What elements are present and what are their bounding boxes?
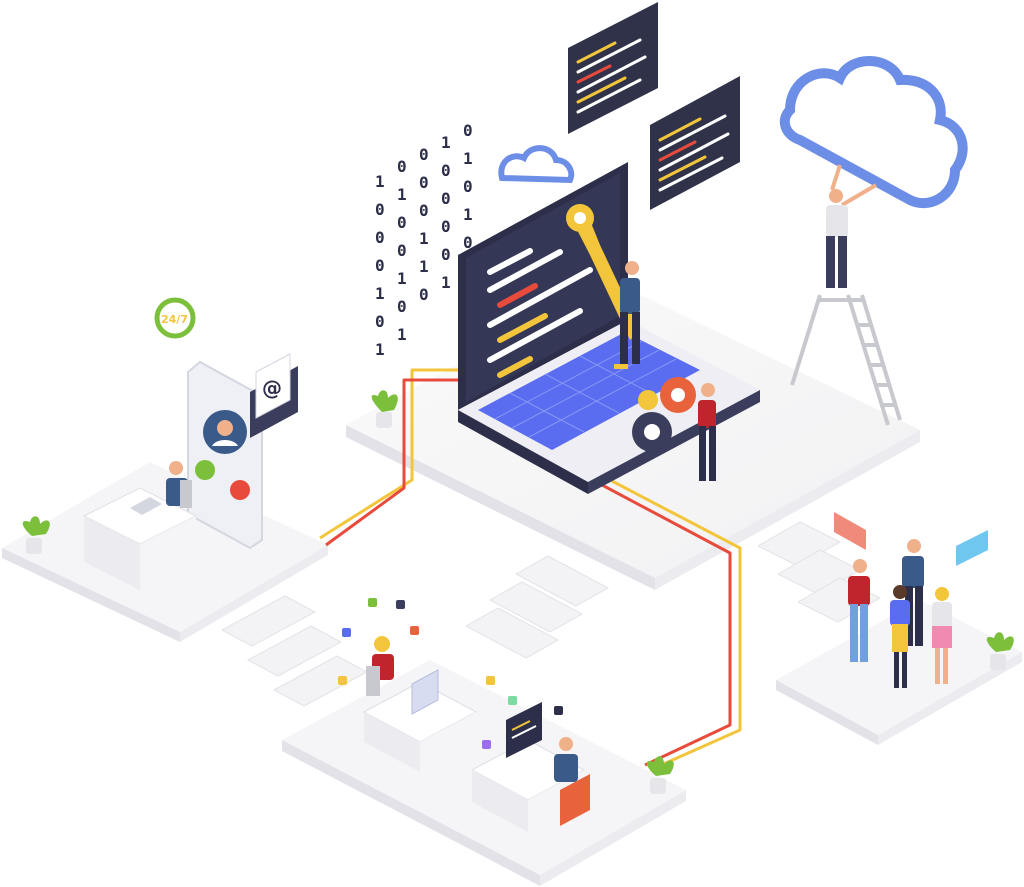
binary-col1-5: 0: [375, 312, 385, 331]
binary-col2-5: 0: [397, 297, 407, 316]
binary-col3-3: 1: [419, 229, 429, 248]
step-tiles: [220, 521, 882, 707]
binary-col5-2: 0: [463, 177, 473, 196]
binary-col4-5: 1: [441, 273, 451, 292]
cloud-small-icon: [498, 145, 575, 184]
binary-col2-0: 0: [397, 157, 407, 176]
binary-col4-4: 0: [441, 245, 451, 264]
chat-bubble-icon: [834, 512, 988, 566]
binary-col3-5: 0: [419, 285, 429, 304]
person-on-ladder: [826, 164, 878, 288]
binary-col3-0: 0: [419, 145, 429, 164]
binary-col1-3: 0: [375, 256, 385, 275]
binary-col1-6: 1: [375, 340, 385, 359]
person-support-agent: [166, 461, 192, 508]
binary-col4-3: 0: [441, 217, 451, 236]
person-developer: [554, 737, 590, 826]
binary-stream: 1 0 0 0 1 0 1 0 1 0 0 1 0 1 0 0 0 1 1 0 …: [375, 121, 473, 359]
binary-col4-2: 0: [441, 189, 451, 208]
data-cables: [319, 368, 742, 772]
binary-col2-6: 1: [397, 325, 407, 344]
support-badge-icon: 24/7: [154, 297, 196, 339]
plant-right-icon: [986, 632, 1014, 670]
plant-bottom-icon: [646, 756, 674, 794]
binary-col5-3: 1: [463, 205, 473, 224]
person-designer: [366, 636, 394, 696]
desk-designer: [362, 669, 478, 772]
binary-col1-4: 1: [375, 284, 385, 303]
phone: [187, 360, 263, 550]
cloud-icon: [779, 56, 968, 209]
person-red-shirt: [698, 383, 716, 481]
binary-col3-4: 1: [419, 257, 429, 276]
code-window-right: [650, 76, 740, 210]
binary-col2-2: 0: [397, 213, 407, 232]
binary-col1-0: 1: [375, 172, 385, 191]
support-badge-text: 24/7: [161, 313, 188, 326]
email-envelope-icon: @: [250, 353, 298, 438]
person-engineer: [614, 261, 640, 369]
ladder-icon: [790, 294, 902, 426]
plant-icon: [371, 390, 398, 428]
binary-col5-4: 0: [463, 233, 473, 252]
code-window-top: [568, 2, 658, 134]
binary-col3-1: 0: [419, 173, 429, 192]
gear-icon: [632, 377, 696, 452]
team-group: [848, 539, 952, 688]
plant-left-icon: [22, 516, 50, 554]
app-icons: [338, 598, 563, 749]
binary-col1-1: 0: [375, 200, 385, 219]
binary-col5-0: 0: [463, 121, 473, 140]
binary-col2-1: 1: [397, 185, 407, 204]
binary-col2-4: 1: [397, 269, 407, 288]
binary-col3-2: 0: [419, 201, 429, 220]
phone-call-icon: [195, 460, 250, 500]
email-at-symbol: @: [262, 376, 282, 400]
binary-col2-3: 0: [397, 241, 407, 260]
binary-col4-0: 1: [441, 133, 451, 152]
binary-col4-1: 0: [441, 161, 451, 180]
binary-col5-1: 1: [463, 149, 473, 168]
binary-col1-2: 0: [375, 228, 385, 247]
